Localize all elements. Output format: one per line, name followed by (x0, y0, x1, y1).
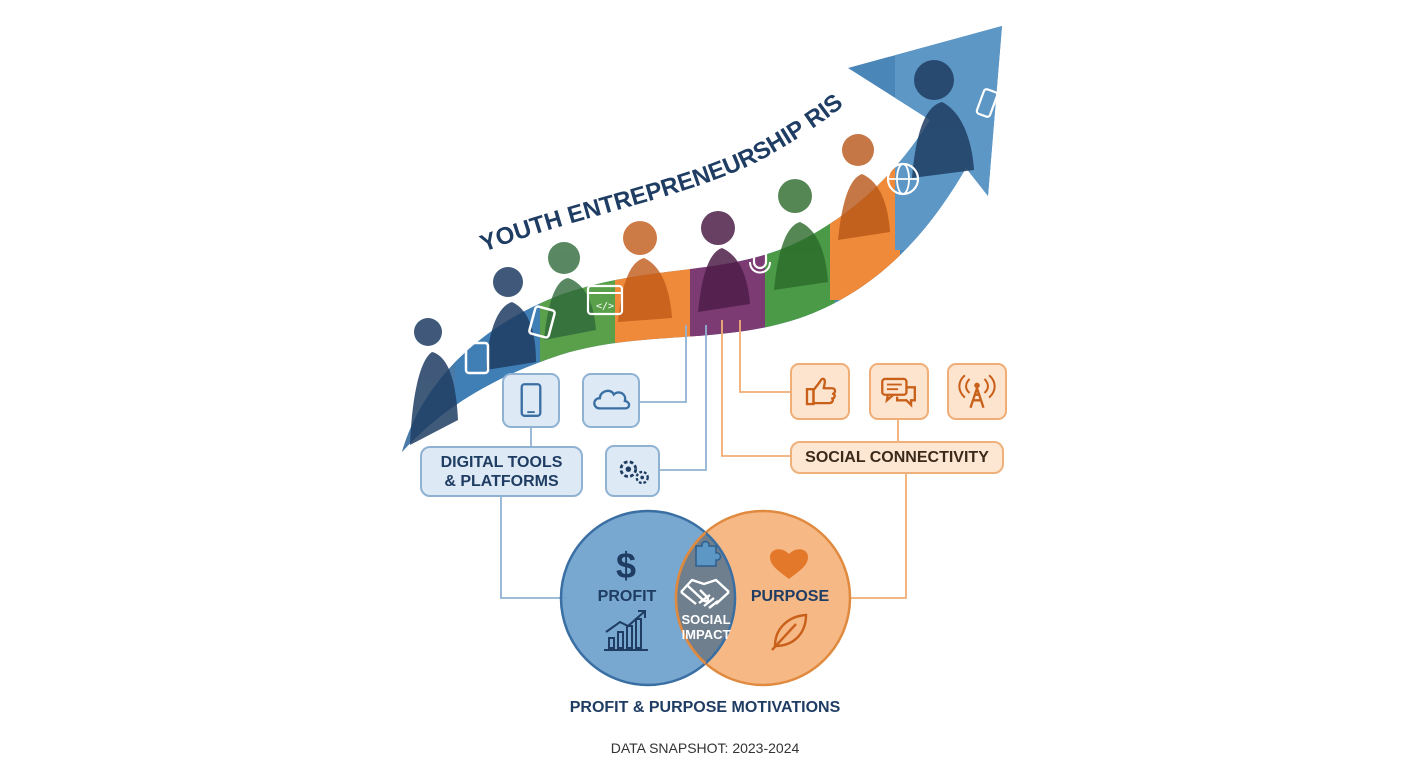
social-connectivity-box: SOCIAL CONNECTIVITY (790, 441, 1004, 474)
svg-text:</>: </> (596, 301, 614, 312)
cloud-icon (593, 389, 631, 410)
venn-caption: PROFIT & PURPOSE MOTIVATIONS (569, 699, 841, 716)
youth-silhouettes (410, 267, 536, 445)
handshake-icon (680, 578, 730, 609)
chat-bubbles-icon (881, 377, 916, 408)
like-tile (790, 363, 850, 420)
smartphone-tile (502, 373, 560, 428)
heart-icon (770, 549, 808, 579)
data-snapshot-footer: DATA SNAPSHOT: 2023-2024 (610, 740, 800, 756)
puzzle-icon (695, 540, 722, 567)
purpose-label: PURPOSE (750, 588, 830, 605)
gears-tile (605, 445, 660, 497)
digital-tools-box: DIGITAL TOOLS & PLATFORMS (420, 446, 583, 497)
thumbs-up-icon (805, 377, 837, 406)
digital-tools-line1: DIGITAL TOOLS (440, 453, 563, 471)
chat-tile (869, 363, 929, 420)
social-impact-line1: SOCIAL (681, 612, 731, 627)
broadcast-tile (947, 363, 1007, 420)
svg-text:$: $ (616, 545, 636, 586)
broadcast-tower-icon (958, 374, 996, 409)
leaf-icon (771, 613, 808, 651)
social-connectivity-label: SOCIAL CONNECTIVITY (805, 449, 989, 466)
social-impact-label: SOCIAL IMPACT (670, 612, 742, 642)
smartphone-icon (520, 383, 542, 417)
growth-chart-icon (604, 610, 648, 651)
social-impact-line2: IMPACT (681, 627, 731, 642)
gears-icon (619, 460, 649, 485)
dollar-icon: $ (616, 545, 636, 586)
digital-tools-line2: & PLATFORMS (444, 472, 559, 490)
profit-label: PROFIT (597, 588, 657, 605)
cloud-tile (582, 373, 640, 428)
